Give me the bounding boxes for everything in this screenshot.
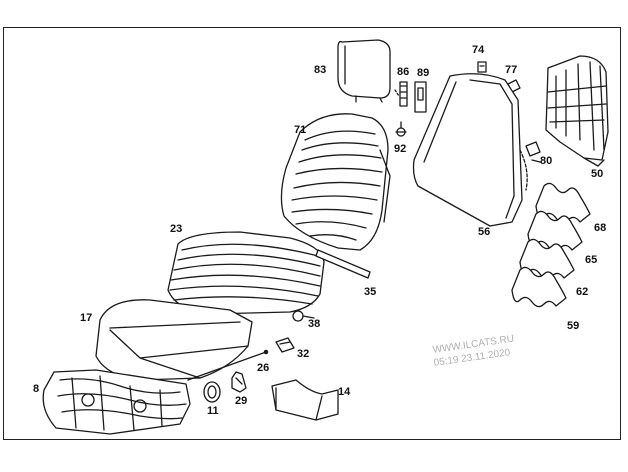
backrest-frame-part xyxy=(545,55,609,167)
callout-80: 80 xyxy=(540,155,553,167)
bracket-80-part xyxy=(525,141,541,163)
trim-strip-part xyxy=(315,249,371,279)
seat-pan-part xyxy=(95,299,253,381)
callout-8: 8 xyxy=(33,383,40,395)
foam-pad-14-part xyxy=(271,379,339,421)
callout-89: 89 xyxy=(417,67,430,79)
clip-32-part xyxy=(275,337,295,353)
callout-26: 26 xyxy=(257,362,270,374)
callout-50: 50 xyxy=(591,168,604,180)
backrest-cushion-part xyxy=(280,113,391,251)
headrest-guide-part xyxy=(399,81,427,113)
seat-frame-part xyxy=(42,369,191,435)
callout-35: 35 xyxy=(364,286,377,298)
callout-71: 71 xyxy=(294,124,307,136)
rod-26-part xyxy=(187,349,269,381)
backrest-panel-part xyxy=(412,73,528,227)
callout-65: 65 xyxy=(585,254,598,266)
callout-92: 92 xyxy=(394,143,407,155)
spring-mat-parts xyxy=(511,182,591,308)
bolt-38-part xyxy=(292,310,315,322)
callout-74: 74 xyxy=(472,44,485,56)
seat-cushion-part xyxy=(167,231,325,315)
callout-77: 77 xyxy=(505,64,518,76)
callout-38: 38 xyxy=(308,318,321,330)
callout-23: 23 xyxy=(170,223,183,235)
callout-62: 62 xyxy=(576,286,589,298)
callout-83: 83 xyxy=(314,64,327,76)
bracket-29-part xyxy=(231,371,247,393)
headrest-part xyxy=(337,39,391,103)
bolt-92-part xyxy=(394,89,407,137)
callout-17: 17 xyxy=(80,312,93,324)
roller-11-part xyxy=(203,381,221,403)
callout-14: 14 xyxy=(338,386,351,398)
callout-29: 29 xyxy=(235,395,248,407)
callout-59: 59 xyxy=(567,320,580,332)
diagram-border xyxy=(3,27,621,440)
callout-32: 32 xyxy=(297,348,310,360)
callout-11: 11 xyxy=(207,405,219,417)
callout-68: 68 xyxy=(594,222,607,234)
callout-86: 86 xyxy=(397,66,410,78)
callout-56: 56 xyxy=(478,226,491,238)
